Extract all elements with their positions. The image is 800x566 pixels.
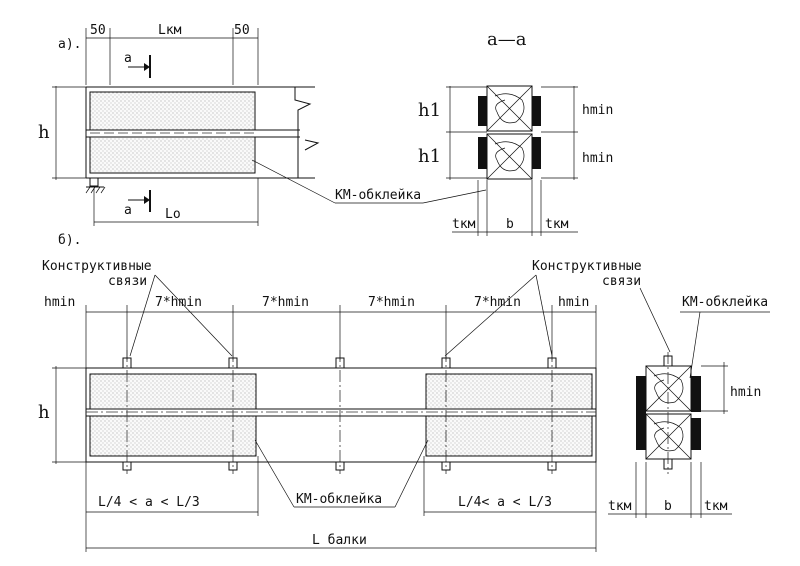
km-ply-upper <box>89 91 256 131</box>
tie-leader-section <box>639 287 671 353</box>
km-plate-left-lower <box>478 137 487 169</box>
dim-top-1: 7*hmin <box>155 295 202 310</box>
growth-rings-upper <box>494 93 525 124</box>
support <box>89 177 99 187</box>
panel-b: б). Конструктивные связи Конструктивные … <box>38 233 671 552</box>
break-mark <box>294 87 312 178</box>
support-hatch <box>85 186 106 194</box>
dim-right-gap: 50 <box>234 23 250 38</box>
section-mark-top: a <box>124 51 132 66</box>
arrowhead <box>144 63 150 71</box>
leader-km <box>251 159 336 204</box>
leader <box>254 439 295 508</box>
dim-lo: Lo <box>165 207 181 222</box>
km-plate-right-lower <box>532 137 541 169</box>
tie-leader <box>154 274 233 357</box>
hmin-bottom: hmin <box>582 151 613 166</box>
tie-leader <box>129 274 156 357</box>
section-aa-title: a—a <box>487 29 527 50</box>
dim-h: h <box>38 122 50 143</box>
tie-leader <box>444 274 537 357</box>
dim-top-5: hmin <box>558 295 589 310</box>
ties-left-line1: Конструктивные <box>42 259 152 274</box>
leader <box>689 311 701 379</box>
section-mark-bottom: a <box>124 203 132 218</box>
km-ply-left-upper <box>89 373 257 410</box>
dim-top-4: 7*hmin <box>474 295 521 310</box>
dim-top-3: 7*hmin <box>368 295 415 310</box>
km-label-b: КМ-обклейка <box>296 492 382 507</box>
arrowhead <box>144 196 150 204</box>
b-aa: b <box>506 217 514 232</box>
growth-rings-upper <box>653 373 684 404</box>
panel-b-label: б). <box>58 233 81 248</box>
km-plate-right-lower <box>691 418 701 450</box>
bolt <box>228 350 238 474</box>
km-label-a: КМ-обклейка <box>335 188 421 203</box>
ties-left-line2: связи <box>108 274 147 289</box>
ties-right-line1: Конструктивные <box>532 259 642 274</box>
hmin-top: hmin <box>582 103 613 118</box>
panel-a: а). 50 Lкм 50 a a <box>38 23 487 226</box>
bolt-nut <box>663 458 673 470</box>
dim-top-2: 7*hmin <box>262 295 309 310</box>
km-plate-left-upper <box>478 96 487 126</box>
b-section-b: b <box>664 499 672 514</box>
km-label-section-b: КМ-обклейка <box>682 295 768 310</box>
range-right: L/4< a < L/3 <box>458 495 552 510</box>
timber-cross <box>486 85 533 180</box>
panel-a-label: а). <box>58 37 81 52</box>
growth-rings-lower <box>494 141 525 172</box>
tkm-right-b: tкм <box>704 499 728 514</box>
dim-lkm: Lкм <box>158 23 182 38</box>
leader <box>394 439 429 508</box>
km-ply-lower <box>89 136 256 174</box>
bolt <box>122 350 132 474</box>
range-left: L/4 < a < L/3 <box>98 495 200 510</box>
leader-km-section <box>422 189 487 204</box>
hmin-section-b: hmin <box>730 385 761 400</box>
km-ply-left-lower <box>89 415 257 457</box>
km-plate-right-upper <box>691 376 701 412</box>
tkm-left-aa: tкм <box>452 217 476 232</box>
h1-top: h1 <box>418 100 441 121</box>
dim-left-gap: 50 <box>90 23 106 38</box>
h1-bottom: h1 <box>418 146 441 167</box>
km-ply-right-lower <box>425 415 593 457</box>
dim-h-b: h <box>38 402 50 423</box>
km-plate-left <box>636 376 646 450</box>
timber-cross <box>645 365 692 460</box>
section-aa: a—a h1 h1 hmin hmin tкм b tкм <box>418 29 613 236</box>
growth-rings-lower <box>653 421 684 452</box>
break-mark-2 <box>304 139 320 151</box>
ties-right-line2: связи <box>602 274 641 289</box>
bolt <box>441 350 451 474</box>
tkm-left-b: tкм <box>608 499 632 514</box>
km-ply-right-upper <box>425 373 593 410</box>
section-b: КМ-обклейка hmin tкм b tкм <box>608 295 770 518</box>
tie-leader <box>535 274 553 357</box>
tkm-right-aa: tкм <box>545 217 569 232</box>
km-plate-right-upper <box>532 96 541 126</box>
bolt <box>335 350 345 474</box>
beam-length: L балки <box>312 533 367 548</box>
bolt-head <box>663 355 673 367</box>
bolt <box>547 350 557 474</box>
dim-top-0: hmin <box>44 295 75 310</box>
